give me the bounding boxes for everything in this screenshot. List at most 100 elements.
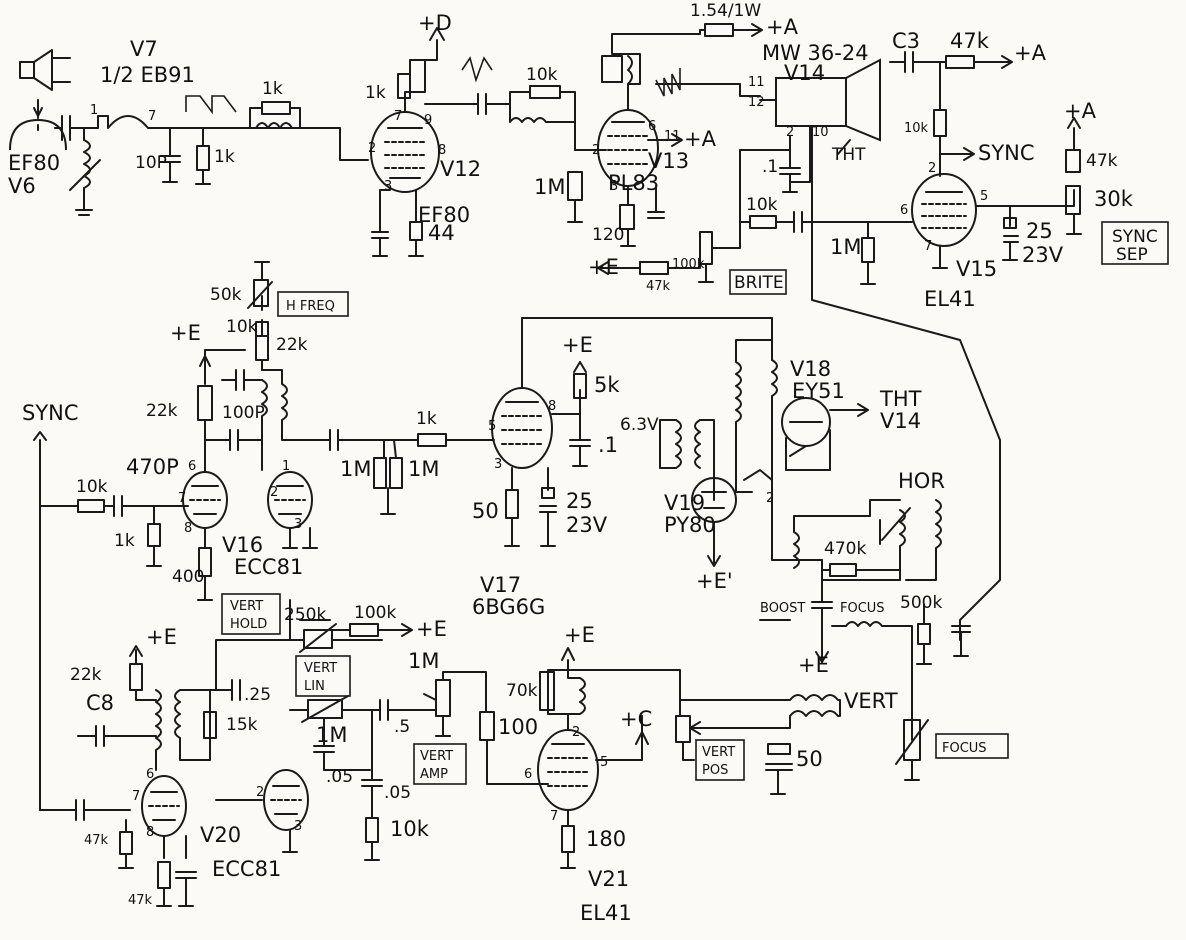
r-44-label: 44 (428, 221, 455, 245)
v12-pin-2: 2 (368, 141, 376, 156)
v16-pin-7: 7 (178, 491, 186, 506)
r-10k-v15g-label: 10k (746, 195, 778, 215)
r-10k-v15-label: 10k (904, 121, 929, 136)
r-1k-v16-label: 1k (114, 531, 135, 551)
vert-pos-control[interactable] (695, 739, 745, 781)
v12-pin-9: 9 (424, 113, 432, 128)
v12-type-label: EF80 (418, 203, 470, 227)
v16-id-label: V16 (222, 533, 263, 557)
r-100k-brite-label: 100k (672, 257, 705, 272)
c-05-amp-label: .5 (394, 717, 410, 737)
vert-label: VERT (844, 689, 898, 713)
vert-coil (679, 694, 841, 717)
speaker-icon (19, 49, 71, 91)
r-250k-label: 250k (284, 605, 326, 625)
vert-lin-label-1: VERT (304, 661, 337, 676)
v20-pin-7: 7 (132, 789, 140, 804)
brite-control[interactable] (729, 269, 787, 295)
c-10p-label: 10P (135, 153, 167, 173)
pulse-train-icon (185, 95, 237, 115)
r-50-label: 50 (472, 499, 499, 523)
c-01-label: .1 (762, 157, 778, 177)
v15-pin-6: 6 (900, 203, 908, 218)
r-1m-amp-label: 1M (408, 649, 439, 673)
v15-tube (911, 173, 977, 247)
v14-type-label: MW 36-24 (762, 41, 869, 65)
hor-label: HOR (898, 469, 945, 493)
r-1k-v7 (261, 101, 291, 115)
heater-label: 6.3V (620, 415, 659, 435)
v13-pin-2: 2 (592, 143, 600, 158)
v20-pin-8: 8 (146, 825, 154, 840)
v15-type-label: EL41 (924, 287, 976, 311)
v20-id-label: V20 (200, 823, 241, 847)
v16-pin-1: 1 (282, 459, 290, 474)
v21-id-label: V21 (588, 867, 629, 891)
r-10k-v20-label: 10k (390, 817, 430, 841)
sync-out-label: SYNC (978, 141, 1035, 165)
r-22k-v20-label: 22k (70, 665, 102, 685)
v18-type-label: EY51 (792, 379, 845, 403)
rail-plus-d: +D (418, 11, 452, 35)
c8-label: C8 (86, 691, 114, 715)
heater-transformer (675, 419, 701, 469)
focus-small-label: FOCUS (840, 601, 885, 616)
c-100p-label: 100P (222, 403, 265, 423)
v21-type-label: EL41 (580, 901, 632, 925)
v7-type-label: 1/2 EB91 (100, 63, 195, 87)
v21-pin-6: 6 (524, 767, 532, 782)
r-470k-label: 470k (824, 539, 866, 559)
r-1m-b-label: 1M (408, 457, 439, 481)
vert-amp-control[interactable] (413, 743, 467, 785)
r-1m-v15-label: 1M (830, 235, 861, 259)
waveform-v12-icon (461, 56, 493, 83)
rail-plus-a-v13: +A (684, 127, 717, 151)
vert-lin-control[interactable] (295, 655, 351, 697)
r-47k-v15-label: 47k (1086, 151, 1118, 171)
v12-pin-3: 3 (384, 179, 392, 194)
v15-pin-7: 7 (924, 239, 932, 254)
vert-hold-control[interactable] (221, 593, 281, 635)
c-23v-label: 23V (1022, 243, 1064, 267)
v17-tube (491, 387, 553, 469)
boost-label: BOOST (760, 601, 805, 616)
r-100-v21-label: 100 (498, 715, 538, 739)
c-25-v20-label: .25 (244, 685, 271, 705)
focus-control[interactable] (935, 733, 1009, 759)
h-freq-control[interactable] (277, 291, 349, 317)
rail-plus-e-v20: +E (146, 625, 177, 649)
tht-v14-label-1: THT (879, 387, 922, 411)
v20-pin-3: 3 (294, 819, 302, 834)
r-500k-label: 500k (900, 593, 942, 613)
r-1k-v7-label: 1k (262, 79, 283, 99)
v6-id-label: V6 (8, 174, 36, 198)
r-10k-v16-label: 10k (226, 317, 258, 337)
v7-pin-7: 7 (148, 109, 156, 124)
r-154-label: 1.54/1W (690, 1, 761, 21)
v13-pin-3: 3 (610, 179, 618, 194)
v21-pin-7: 7 (550, 809, 558, 824)
v6-type-label: EF80 (8, 151, 60, 175)
v17-id-label: V17 (480, 573, 521, 597)
r-1k-v7b-label: 1k (214, 147, 235, 167)
rail-plus-e-prime: +E' (696, 569, 733, 593)
r-400-label: 400 (172, 567, 204, 587)
tht-label: THT (831, 145, 866, 165)
r-30k-label: 30k (1094, 187, 1134, 211)
rail-plus-c: +C (620, 707, 652, 731)
v20-type-label: ECC81 (212, 857, 281, 881)
vert-amp-label-2: AMP (420, 767, 448, 782)
v7-pin-1: 1 (90, 103, 98, 118)
r-1k-v12 (397, 73, 411, 99)
sawtooth-icon (655, 68, 681, 97)
r-5k-label: 5k (594, 373, 620, 397)
r-15k-label: 15k (226, 715, 258, 735)
v20-pin-2: 2 (256, 785, 264, 800)
v17-pin-8: 8 (548, 399, 556, 414)
v21-tube (537, 729, 599, 811)
r-1k-v12-label: 1k (365, 83, 386, 103)
r-10k-v13-label: 10k (526, 65, 558, 85)
v18-id-label: V18 (790, 357, 831, 381)
r-1m-a-label: 1M (340, 457, 371, 481)
